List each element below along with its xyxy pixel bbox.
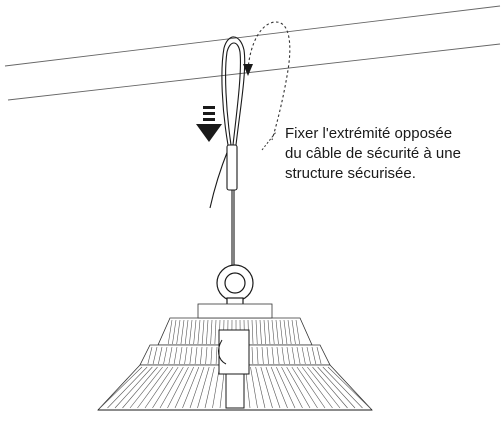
cable-crimp-sleeve (226, 144, 238, 191)
cable-loop-inner (225, 42, 241, 146)
cable-loop (221, 36, 246, 146)
support-beam (4, 5, 501, 101)
wrap-path-dotted (247, 21, 291, 141)
cable-loose-end (209, 149, 229, 209)
pull-direction-arrow-icon (196, 106, 222, 142)
beam-lower-line (7, 43, 501, 101)
beam-upper-line (4, 5, 501, 67)
instruction-line-2: du câble de sécurité à une (285, 145, 461, 162)
wrap-arrowhead-icon (243, 64, 253, 76)
installation-instruction-text: Fixer l'extrémité opposée du câble de sé… (285, 124, 500, 184)
instruction-line-1: Fixer l'extrémité opposée (285, 125, 453, 142)
lamp-cooling-fins (99, 319, 371, 409)
lamp-center-bracket (218, 329, 250, 409)
lamp-top-cap (197, 303, 273, 319)
hanging-ring (216, 264, 254, 309)
instruction-line-3: structure sécurisée. (285, 165, 416, 182)
safety-cable (209, 36, 246, 296)
